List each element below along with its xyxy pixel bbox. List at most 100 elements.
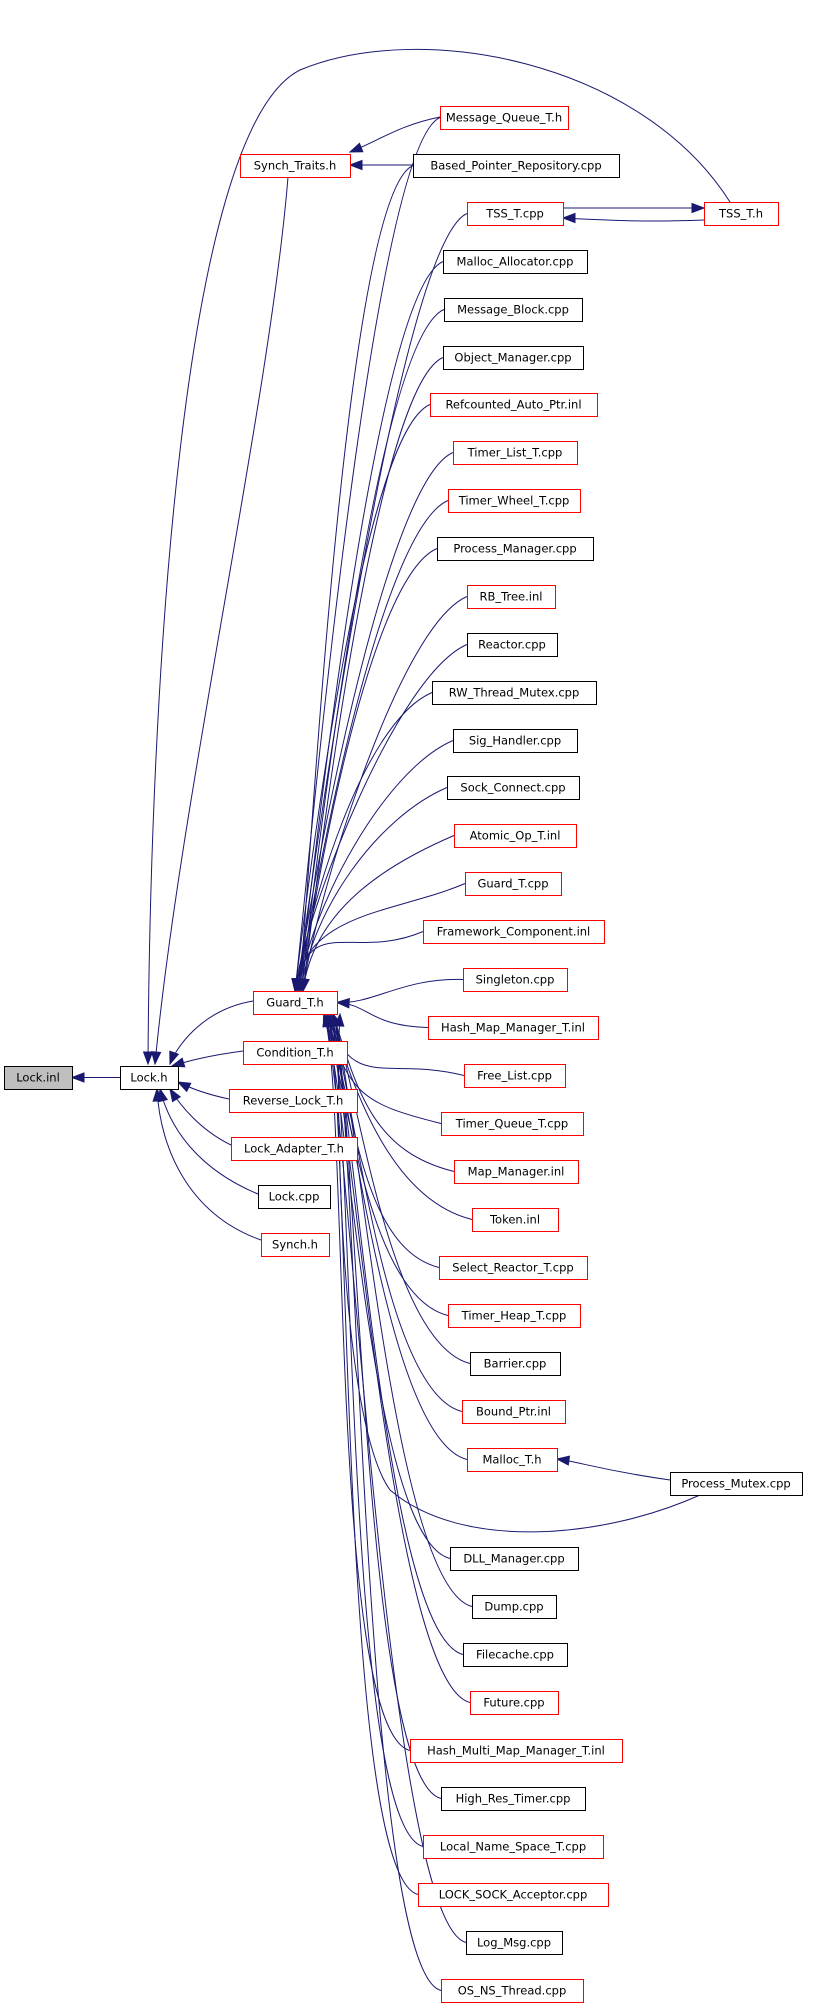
node-label: Timer_Wheel_T.cpp: [458, 494, 570, 508]
node-label: TSS_T.h: [718, 207, 763, 221]
node-label: Message_Block.cpp: [457, 303, 569, 317]
node-label: Sock_Connect.cpp: [460, 781, 565, 795]
node-os-ns-thread[interactable]: OS_NS_Thread.cpp: [441, 1979, 584, 2003]
node-synch-h[interactable]: Synch.h: [261, 1233, 330, 1257]
node-box: [467, 633, 558, 657]
node-rw-thread-mutex[interactable]: RW_Thread_Mutex.cpp: [432, 681, 597, 705]
node-sock-connect[interactable]: Sock_Connect.cpp: [447, 776, 580, 800]
node-object-manager[interactable]: Object_Manager.cpp: [443, 346, 584, 370]
node-guard-t-cpp[interactable]: Guard_T.cpp: [465, 872, 562, 896]
node-atomic-op[interactable]: Atomic_Op_T.inl: [454, 824, 577, 848]
node-log-msg[interactable]: Log_Msg.cpp: [466, 1931, 563, 1955]
node-timer-queue[interactable]: Timer_Queue_T.cpp: [441, 1112, 584, 1136]
edge-rw_thread_mutex-to-guard_t_h: [296, 692, 433, 992]
arrowhead-condition-to-guard_t_h: [328, 1012, 339, 1028]
node-dll-manager[interactable]: DLL_Manager.cpp: [450, 1547, 579, 1571]
node-based-pointer[interactable]: Based_Pointer_Repository.cpp: [413, 154, 620, 178]
node-box: [430, 393, 598, 417]
edge-process_manager-to-guard_t_h: [300, 548, 438, 992]
node-message-queue[interactable]: Message_Queue_T.h: [440, 106, 569, 130]
node-lock-sock[interactable]: LOCK_SOCK_Acceptor.cpp: [418, 1883, 609, 1907]
node-label: Local_Name_Space_T.cpp: [440, 1840, 586, 1854]
node-box: [410, 1739, 623, 1763]
node-select-reactor[interactable]: Select_Reactor_T.cpp: [439, 1256, 588, 1280]
arrowhead-synch_h-to-lock_h: [152, 1087, 163, 1102]
node-label: Refcounted_Auto_Ptr.inl: [445, 398, 581, 412]
node-synch-traits[interactable]: Synch_Traits.h: [240, 154, 351, 178]
node-label: Based_Pointer_Repository.cpp: [430, 159, 601, 173]
node-message-block[interactable]: Message_Block.cpp: [444, 298, 583, 322]
edge-tss_t_h-to-tss_t_cpp: [562, 217, 705, 222]
node-condition[interactable]: Condition_T.h: [243, 1041, 348, 1065]
node-local-name[interactable]: Local_Name_Space_T.cpp: [423, 1835, 604, 1859]
node-timer-heap[interactable]: Timer_Heap_T.cpp: [448, 1304, 581, 1328]
node-box: [448, 1304, 581, 1328]
node-label: OS_NS_Thread.cpp: [458, 1984, 567, 1998]
node-lock-cpp[interactable]: Lock.cpp: [258, 1185, 331, 1209]
edge-guard_t_cpp-to-guard_t_h: [294, 883, 466, 992]
node-future[interactable]: Future.cpp: [470, 1691, 559, 1715]
node-guard-t-h[interactable]: Guard_T.h: [253, 991, 338, 1015]
node-framework[interactable]: Framework_Component.inl: [423, 920, 605, 944]
node-box: [423, 1835, 604, 1859]
node-label: Timer_Queue_T.cpp: [455, 1117, 568, 1131]
node-hash-multi-map[interactable]: Hash_Multi_Map_Manager_T.inl: [410, 1739, 623, 1763]
node-timer-wheel[interactable]: Timer_Wheel_T.cpp: [448, 489, 581, 513]
node-lock-adapter[interactable]: Lock_Adapter_T.h: [231, 1137, 358, 1161]
node-lock-h[interactable]: Lock.h: [120, 1066, 179, 1090]
node-label: RB_Tree.inl: [480, 590, 543, 604]
node-map-manager[interactable]: Map_Manager.inl: [454, 1160, 579, 1184]
node-refcounted[interactable]: Refcounted_Auto_Ptr.inl: [430, 393, 598, 417]
node-tss-t-cpp[interactable]: TSS_T.cpp: [467, 202, 564, 226]
node-reverse-lock[interactable]: Reverse_Lock_T.h: [229, 1089, 358, 1113]
node-box: [229, 1089, 358, 1113]
edge-timer_list-to-guard_t_h: [296, 452, 454, 992]
node-hash-map-mgr[interactable]: Hash_Map_Manager_T.inl: [428, 1016, 599, 1040]
node-box: [454, 824, 577, 848]
node-label: Framework_Component.inl: [437, 925, 591, 939]
arrowhead-reverse_lock-to-lock_h: [176, 1081, 192, 1093]
node-box: [466, 1931, 563, 1955]
node-label: Future.cpp: [483, 1696, 544, 1710]
node-singleton[interactable]: Singleton.cpp: [463, 968, 568, 992]
node-lock-inl[interactable]: Lock.inl: [4, 1066, 73, 1090]
node-token[interactable]: Token.inl: [472, 1208, 559, 1232]
node-label: Dump.cpp: [484, 1600, 543, 1614]
node-box: [453, 729, 578, 753]
node-dump[interactable]: Dump.cpp: [472, 1595, 557, 1619]
node-filecache[interactable]: Filecache.cpp: [463, 1643, 568, 1667]
node-process-manager[interactable]: Process_Manager.cpp: [437, 537, 594, 561]
node-high-res-timer[interactable]: High_Res_Timer.cpp: [441, 1787, 586, 1811]
node-label: Malloc_T.h: [482, 1453, 541, 1467]
node-label: Process_Mutex.cpp: [681, 1477, 790, 1491]
node-timer-list[interactable]: Timer_List_T.cpp: [453, 441, 578, 465]
node-label: Singleton.cpp: [476, 973, 555, 987]
node-sig-handler[interactable]: Sig_Handler.cpp: [453, 729, 578, 753]
edge-synch_traits-to-lock_h: [154, 176, 289, 1065]
node-box: [472, 1208, 559, 1232]
node-label: Hash_Multi_Map_Manager_T.inl: [427, 1744, 605, 1758]
node-barrier[interactable]: Barrier.cpp: [470, 1352, 561, 1376]
edge-process_mutex-to-guard_t_h: [337, 1013, 701, 1533]
node-process-mutex[interactable]: Process_Mutex.cpp: [670, 1472, 803, 1496]
node-bound-ptr[interactable]: Bound_Ptr.inl: [462, 1400, 566, 1424]
node-box: [450, 1547, 579, 1571]
node-tss-t-h[interactable]: TSS_T.h: [704, 202, 779, 226]
node-free-list[interactable]: Free_List.cpp: [464, 1064, 566, 1088]
node-reactor[interactable]: Reactor.cpp: [467, 633, 558, 657]
node-label: Sig_Handler.cpp: [469, 734, 561, 748]
node-label: Timer_Heap_T.cpp: [461, 1309, 567, 1323]
node-malloc-t[interactable]: Malloc_T.h: [467, 1448, 558, 1472]
edge-message_queue-to-synch_traits: [349, 116, 441, 153]
node-box: [448, 489, 581, 513]
node-rb-tree[interactable]: RB_Tree.inl: [467, 585, 556, 609]
node-label: Message_Queue_T.h: [446, 111, 562, 125]
edge-reactor-to-guard_t_h: [294, 644, 468, 992]
node-label: Log_Msg.cpp: [477, 1936, 551, 1950]
node-malloc-alloc[interactable]: Malloc_Allocator.cpp: [443, 250, 588, 274]
node-box: [465, 872, 562, 896]
node-box: [464, 1064, 566, 1088]
edge-guard_t_h-to-lock_h: [169, 1000, 254, 1065]
edge-object_manager-to-guard_t_h: [302, 357, 444, 992]
arrowhead-guard_t_h-to-lock_h: [169, 1050, 180, 1066]
